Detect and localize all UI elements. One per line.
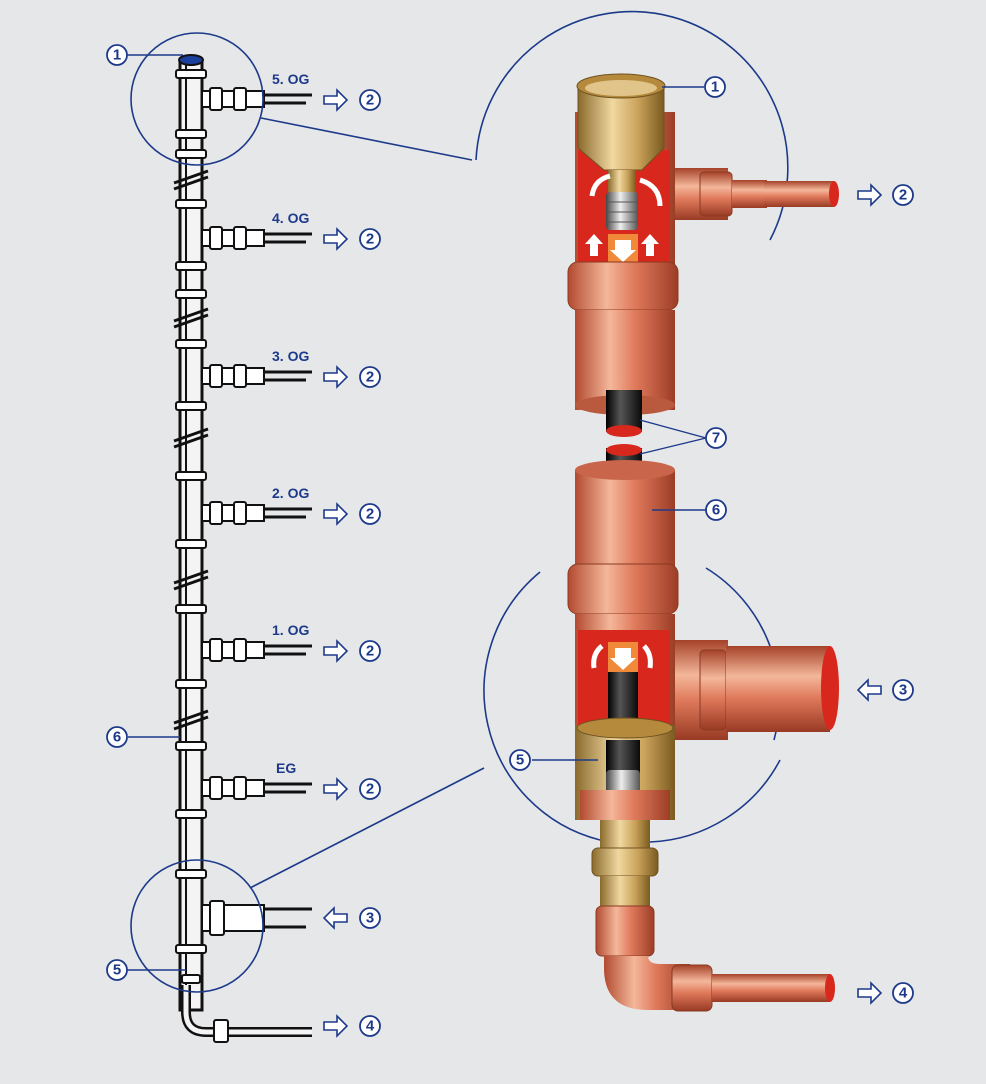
callout-7: 7 xyxy=(712,430,720,447)
callout-5-right: 5 xyxy=(516,752,524,769)
callout-1-right: 1 xyxy=(711,79,719,96)
callout-circles xyxy=(106,44,914,1037)
flow-arrows-lower xyxy=(591,642,653,672)
arrow-right-icon xyxy=(857,981,883,1005)
callout-2: 2 xyxy=(366,231,374,248)
riser-pipe-6 xyxy=(575,444,675,580)
floor-label-3og: 3. OG xyxy=(272,348,309,364)
floor-label-5og: 5. OG xyxy=(272,71,309,87)
callout-4-right: 4 xyxy=(899,985,908,1002)
callout-1-left: 1 xyxy=(113,47,121,64)
flow-arrow-icons xyxy=(322,88,883,1038)
callout-2: 2 xyxy=(366,643,374,660)
arrow-right-icon xyxy=(857,183,883,207)
arrow-right-icon xyxy=(323,1014,349,1038)
arrow-right-icon xyxy=(323,365,349,389)
left-riser xyxy=(173,54,312,1043)
arrow-right-icon xyxy=(323,88,349,112)
floor-label-2og: 2. OG xyxy=(272,485,309,501)
callout-3-right: 3 xyxy=(899,682,907,699)
lower-detail xyxy=(483,563,839,1012)
arrow-right-icon xyxy=(323,502,349,526)
arrow-left-icon xyxy=(322,906,348,930)
upper-detail-circle xyxy=(475,10,789,241)
flow-arrows-upper xyxy=(585,173,663,264)
arrow-right-icon xyxy=(323,227,349,251)
arrow-right-icon xyxy=(323,777,349,801)
upper-detail xyxy=(475,10,839,437)
floor-labels: 5. OG 4. OG 3. OG 2. OG 1. OG EG xyxy=(272,71,309,776)
callout-2: 2 xyxy=(366,369,374,386)
floor-label-1og: 1. OG xyxy=(272,622,309,638)
callout-5-left: 5 xyxy=(113,962,121,979)
callout-2: 2 xyxy=(366,92,374,109)
left-detail-circles xyxy=(130,32,485,993)
floor-label-eg: EG xyxy=(276,760,296,776)
callout-6-right: 6 xyxy=(712,502,720,519)
callout-leaders xyxy=(127,54,707,971)
callout-4-left: 4 xyxy=(366,1018,375,1035)
floor-label-4og: 4. OG xyxy=(272,210,309,226)
callout-2-right: 2 xyxy=(899,187,907,204)
arrow-left-icon xyxy=(856,678,882,702)
callout-2: 2 xyxy=(366,781,374,798)
callout-numbers: 1 2 2 2 2 2 2 3 4 6 5 1 2 7 6 3 5 4 xyxy=(113,47,908,1035)
callout-3-left: 3 xyxy=(366,910,374,927)
arrow-right-icon xyxy=(323,639,349,663)
callout-2: 2 xyxy=(366,506,374,523)
callout-6-left: 6 xyxy=(113,729,121,746)
